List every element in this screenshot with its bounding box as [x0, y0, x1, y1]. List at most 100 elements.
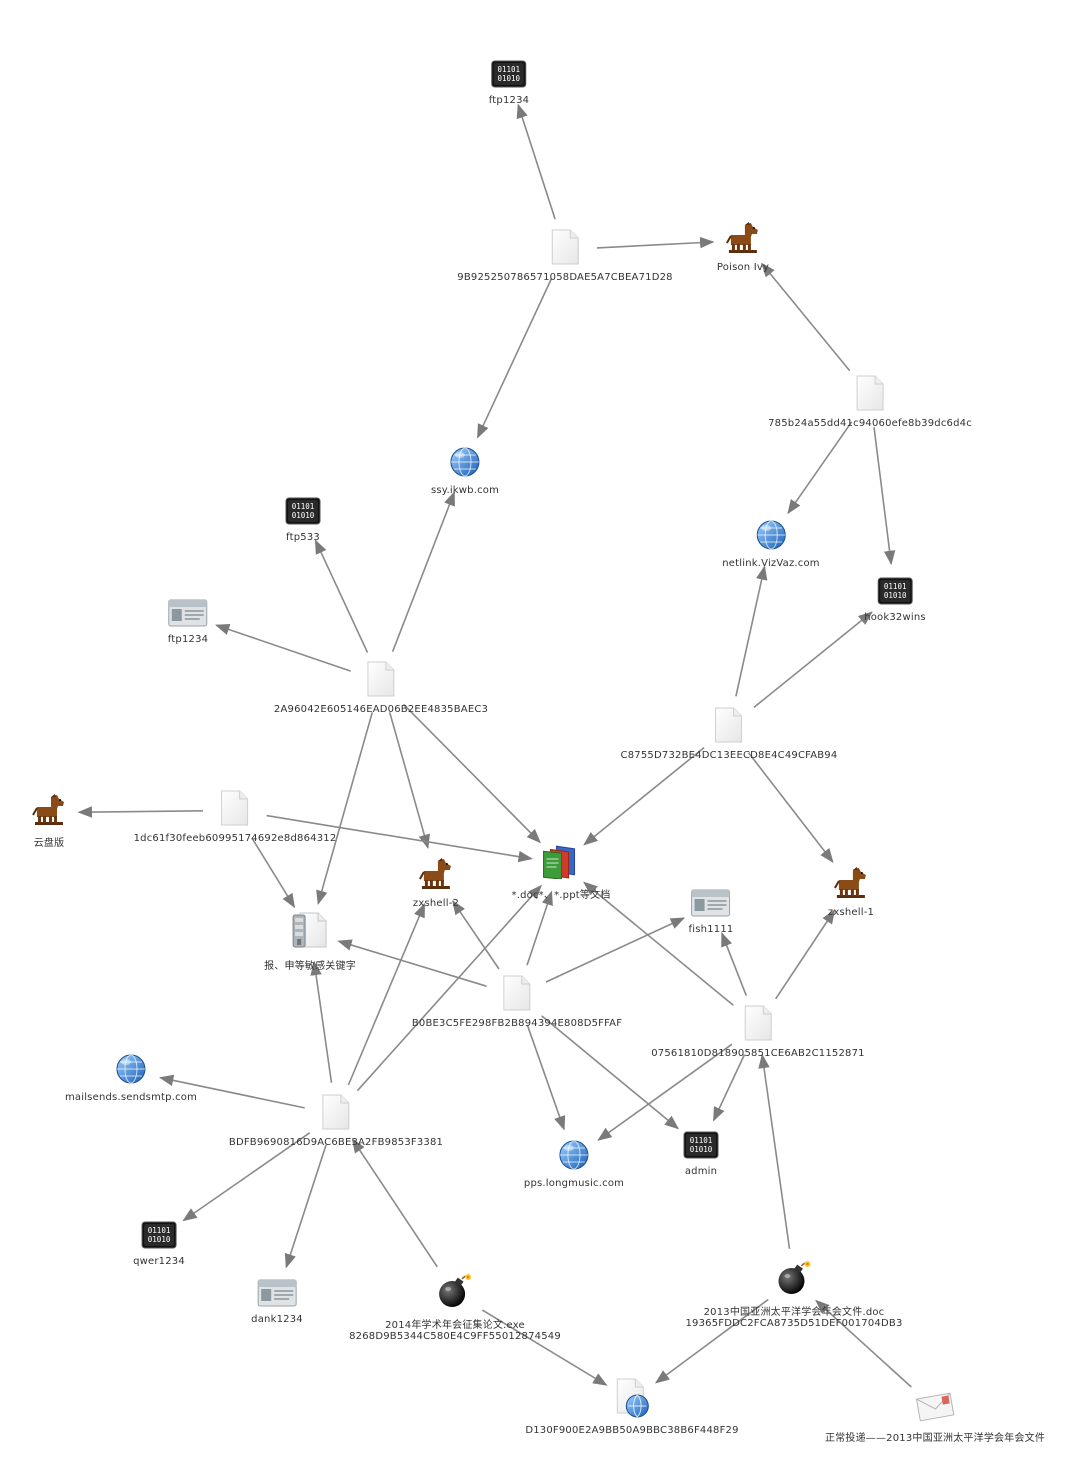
node-file-785b[interactable]: 785b24a55dd41c94060efe8b39dc6d4c	[768, 375, 972, 429]
node-label: zxshell-2	[412, 898, 460, 909]
file-icon	[621, 707, 838, 748]
node-label: hook32wins	[864, 612, 926, 623]
edge-arrow-n_BDFB-to-n_dank	[284, 1144, 327, 1269]
svg-text:01010: 01010	[498, 74, 521, 83]
node-label: 2014年学术年会征集论文.exe	[385, 1320, 525, 1331]
node-label: dank1234	[251, 1314, 303, 1325]
svg-text:01010: 01010	[148, 1235, 171, 1244]
node-mail-delivery[interactable]: 正常投递——2013中国亚洲太平洋学会年会文件	[825, 1390, 1045, 1444]
node-file-d130[interactable]: D130F900E2A9BB50A9BBC38B6F448F29	[525, 1378, 738, 1436]
node-zxshell-2[interactable]: zxshell-2	[413, 857, 459, 909]
node-poison-ivy[interactable]: Poison Ivy	[717, 221, 769, 273]
svg-text:01101: 01101	[498, 65, 521, 74]
file-icon	[457, 229, 672, 270]
edge-arrow-n_C875-to-n_netlink	[735, 565, 768, 697]
node-dank1234[interactable]: dank1234	[251, 1279, 303, 1325]
edge-arrow-n_C875-to-n_zx1	[747, 752, 834, 863]
node-file-c875[interactable]: C8755D732BE4DC13EECD8E4C49CFAB94	[621, 707, 838, 761]
node-label: 785b24a55dd41c94060efe8b39dc6d4c	[768, 418, 972, 429]
node-ssy-ikwb[interactable]: ssy.ikwb.com	[431, 446, 499, 496]
edge-arrow-n_bomb2014-to-n_BDFB	[351, 1138, 438, 1268]
edge-arrow-n_0756-to-n_zx1	[775, 909, 836, 1000]
node-netlink[interactable]: netlink.VizVaz.com	[722, 519, 820, 569]
node-bomb-2014[interactable]: 2014年学术年会征集论文.exe 8268D9B5344C580E4C9FF5…	[349, 1273, 561, 1342]
edge-arrow-n_B0BE-to-n_zx2	[452, 900, 500, 970]
file-icon	[768, 375, 972, 416]
edge-arrow-n_1dc6-to-n_yunpan	[77, 806, 204, 818]
node-sensitive-keywords[interactable]: 报、申等敏感关键字	[264, 910, 356, 972]
node-pps-longmusic[interactable]: pps.longmusic.com	[524, 1139, 624, 1189]
edge-arrow-n_BDFB-to-n_doc	[356, 884, 542, 1092]
svg-text:01101: 01101	[292, 502, 315, 511]
envelope-icon	[825, 1390, 1045, 1427]
file-icon	[651, 1005, 865, 1046]
edge-arrow-n_mail-to-n_bomb2013	[815, 1299, 912, 1388]
node-bomb-2013[interactable]: 2013中国亚洲太平洋学会年会文件.doc 19365FDDC2FCA8735D…	[685, 1260, 902, 1329]
globe-icon	[65, 1053, 197, 1090]
node-label: 07561810D818905851CE6AB2C1152871	[651, 1048, 865, 1059]
edge-arrow-n_2A96-to-n_ssy	[391, 491, 455, 652]
edge-arrow-n_9B92-to-n_ssy	[476, 278, 553, 439]
edge-arrow-n_2A96-to-n_ftp533	[314, 539, 369, 653]
node-zxshell-1[interactable]: zxshell-1	[828, 866, 874, 918]
id-card-icon	[251, 1279, 303, 1312]
node-file-b0be[interactable]: B0BE3C5FE298FB2B894394E808D5FFAF	[412, 975, 622, 1029]
file-globe-icon	[525, 1378, 738, 1423]
file-icon	[274, 661, 488, 702]
node-label: BDFB9690816D9AC6BE3A2FB9853F3381	[228, 1137, 444, 1148]
edge-arrow-n_0756-to-n_admin	[712, 1054, 746, 1122]
edge-arrow-n_0756-to-n_pps	[597, 1043, 733, 1141]
bomb-icon	[349, 1273, 561, 1314]
node-file-1dc6[interactable]: 1dc61f30feeb60995174692e8d864312	[134, 790, 337, 844]
edge-arrow-n_2A96-to-n_keyword	[316, 712, 374, 905]
node-fish1111[interactable]: fish1111	[689, 889, 734, 935]
globe-icon	[431, 446, 499, 483]
node-hash: 19365FDDC2FCA8735D51DEF001704DB3	[685, 1318, 903, 1329]
svg-text:01101: 01101	[690, 1136, 713, 1145]
node-hash: 8268D9B5344C580E4C9FF55012874549	[349, 1331, 561, 1342]
node-file-9b92[interactable]: 9B925250786571058DAE5A7CBEA71D28	[457, 229, 673, 283]
documents-icon	[512, 843, 611, 884]
node-yunpan[interactable]: 云盘版	[31, 793, 67, 849]
node-ftp1234-card[interactable]: ftp1234	[168, 599, 208, 645]
node-label: *.doc*、*.ppt等文档	[511, 890, 611, 901]
trojan-horse-icon	[717, 221, 769, 260]
file-icon	[412, 975, 622, 1016]
node-label: fish1111	[688, 924, 734, 935]
node-mailsends[interactable]: mailsends.sendsmtp.com	[65, 1053, 197, 1103]
node-label: B0BE3C5FE298FB2B894394E808D5FFAF	[411, 1018, 623, 1029]
node-label: ftp1234	[167, 634, 209, 645]
edge-arrow-n_785b-to-n_netlink	[787, 421, 853, 515]
node-file-2a96[interactable]: 2A96042E605146EAD06B2EE4835BAEC3	[274, 661, 488, 715]
node-file-bdfb[interactable]: BDFB9690816D9AC6BE3A2FB9853F3381	[229, 1094, 443, 1148]
node-file-0756[interactable]: 07561810D818905851CE6AB2C1152871	[651, 1005, 865, 1059]
edge-arrow-n_1dc6-to-n_keyword	[251, 837, 296, 909]
node-label: ftp1234	[488, 95, 530, 106]
edge-arrow-n_B0BE-to-n_fish	[545, 917, 686, 983]
edge-arrow-n_2A96-to-n_ftp1234_card	[215, 623, 351, 672]
edge-arrow-n_B0BE-to-n_keyword	[337, 939, 487, 987]
edge-arrow-n_0756-to-n_doc	[583, 881, 734, 1006]
edge-arrow-n_2A96-to-n_zx2	[388, 712, 430, 849]
globe-icon	[524, 1139, 624, 1176]
node-documents[interactable]: *.doc*、*.ppt等文档	[512, 843, 611, 901]
node-label: 正常投递——2013中国亚洲太平洋学会年会文件	[824, 1433, 1046, 1444]
edge-arrow-n_785b-to-n_poison	[761, 262, 851, 372]
edge-arrow-n_9B92-to-n_poison	[596, 236, 715, 249]
svg-text:01010: 01010	[884, 591, 907, 600]
edge-arrow-n_2A96-to-n_doc	[402, 703, 541, 844]
edge-arrow-n_BDFB-to-n_mailsends	[158, 1074, 305, 1109]
edge-arrow-n_BDFB-to-n_qwer	[182, 1132, 311, 1222]
node-label: ftp533	[286, 532, 320, 543]
file-icon	[229, 1094, 443, 1135]
svg-text:01010: 01010	[292, 511, 315, 520]
